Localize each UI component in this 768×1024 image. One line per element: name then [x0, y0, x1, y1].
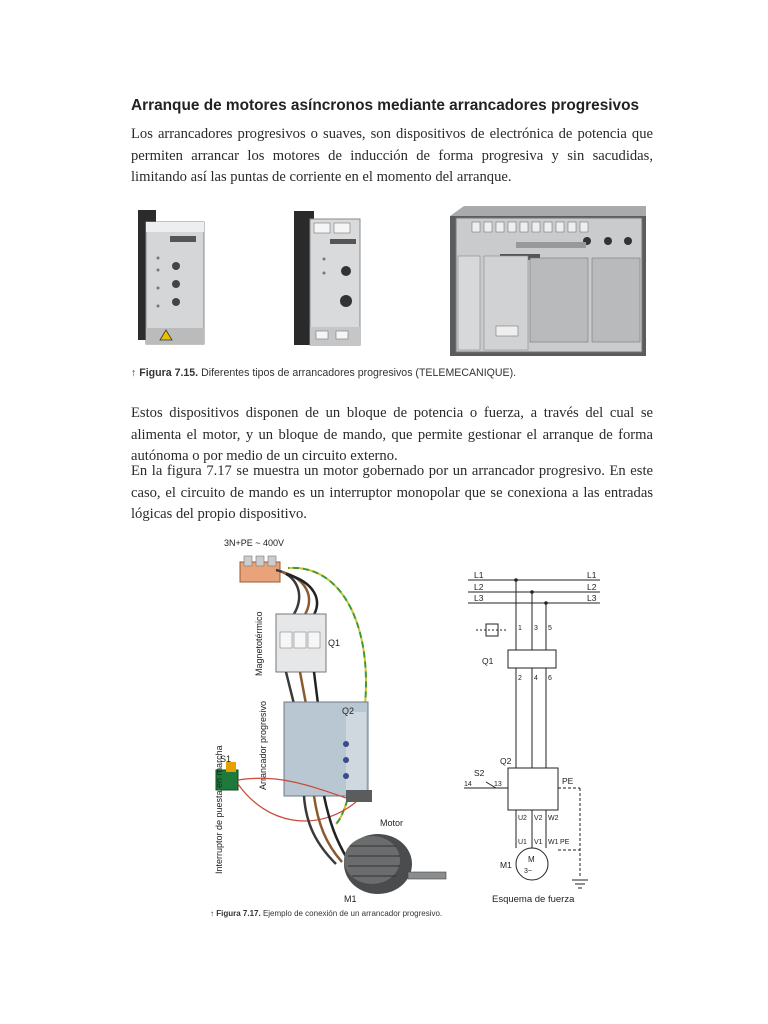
terminal-u2: U2 — [518, 815, 527, 822]
schematic-l2-right: L2 — [587, 582, 597, 592]
s1-label: S1 — [220, 754, 231, 764]
q2-soft-starter — [283, 701, 372, 802]
figure-7-17-text: Ejemplo de conexión de un arrancador pro… — [262, 909, 443, 918]
terminal-v2: V2 — [534, 815, 543, 822]
terminal-13: 13 — [494, 781, 502, 788]
magneto-label: Magnetotérmico — [254, 611, 264, 676]
schematic-caption: Esquema de fuerza — [492, 894, 575, 905]
paragraph-intro: Los arrancadores progresivos o suaves, s… — [131, 126, 653, 185]
paragraph-figure-ref: En la figura 7.17 se muestra un motor go… — [131, 463, 653, 522]
figure-7-15-caption: ↑ Figura 7.15. Diferentes tipos de arran… — [131, 367, 516, 379]
terminal-pe: PE — [560, 839, 570, 846]
terminal-6: 6 — [548, 675, 552, 682]
arrancador-label: Arrancador progresivo — [258, 701, 268, 790]
schematic-pe-label: PE — [562, 776, 574, 786]
soft-starter-photo-small — [138, 210, 205, 345]
caption-arrow-icon: ↑ — [210, 909, 217, 918]
schematic-l2-left: L2 — [474, 582, 484, 592]
terminal-w2: W2 — [548, 815, 559, 822]
schematic-s2-label: S2 — [474, 768, 485, 778]
figure-7-15-label: Figura 7.15. — [139, 367, 199, 379]
m1-label: M1 — [344, 894, 357, 904]
terminal-u1: U1 — [518, 839, 527, 846]
figure-7-17-label: Figura 7.17. — [216, 909, 261, 918]
q1-label: Q1 — [328, 638, 340, 648]
q1-breaker — [275, 613, 327, 673]
wiring-illustration: 3N+PE ~ 400V Q1 Magnetotérmico Q2 Arranc… — [214, 538, 447, 904]
terminal-14: 14 — [464, 781, 472, 788]
section-heading: Arranque de motores asíncronos mediante … — [131, 97, 640, 114]
figure-7-15-text: Diferentes tipos de arrancadores progres… — [201, 367, 517, 379]
schematic-l1-right: L1 — [587, 570, 597, 580]
caption-arrow-icon: ↑ — [131, 367, 140, 379]
soft-starter-photo-slim — [294, 211, 361, 346]
arrancador-text: Arrancador progresivo — [258, 701, 268, 790]
q2-label: Q2 — [342, 706, 354, 716]
paragraph-blocks: Estos dispositivos disponen de un bloque… — [131, 405, 653, 464]
terminal-block — [239, 555, 281, 583]
terminal-1: 1 — [518, 625, 522, 632]
schematic-l3-right: L3 — [587, 593, 597, 603]
terminal-5: 5 — [548, 625, 552, 632]
power-schematic: L1 L2 L3 L1 L2 L3 1 3 5 Q1 2 4 6 Q2 S2 1… — [464, 570, 600, 905]
soft-starter-photo-large — [450, 206, 646, 356]
motor-symbol-phases: 3~ — [524, 868, 532, 875]
terminal-v1: V1 — [534, 839, 543, 846]
figure-7-17-caption: ↑ Figura 7.17. Ejemplo de conexión de un… — [210, 909, 442, 918]
terminal-2: 2 — [518, 675, 522, 682]
terminal-w1: W1 — [548, 839, 559, 846]
schematic-q2-label: Q2 — [500, 756, 512, 766]
schematic-q1-label: Q1 — [482, 656, 494, 666]
schematic-l3-left: L3 — [474, 593, 484, 603]
schematic-l1-left: L1 — [474, 570, 484, 580]
interruptor-label: Interruptor de puesta en marcha — [214, 745, 224, 874]
terminal-4: 4 — [534, 675, 538, 682]
motor-symbol-m: M — [528, 855, 535, 864]
supply-label: 3N+PE ~ 400V — [224, 538, 284, 548]
schematic-m1-label: M1 — [500, 860, 512, 870]
motor-label: Motor — [380, 818, 403, 828]
motor-m1 — [344, 834, 447, 894]
terminal-3: 3 — [534, 625, 538, 632]
